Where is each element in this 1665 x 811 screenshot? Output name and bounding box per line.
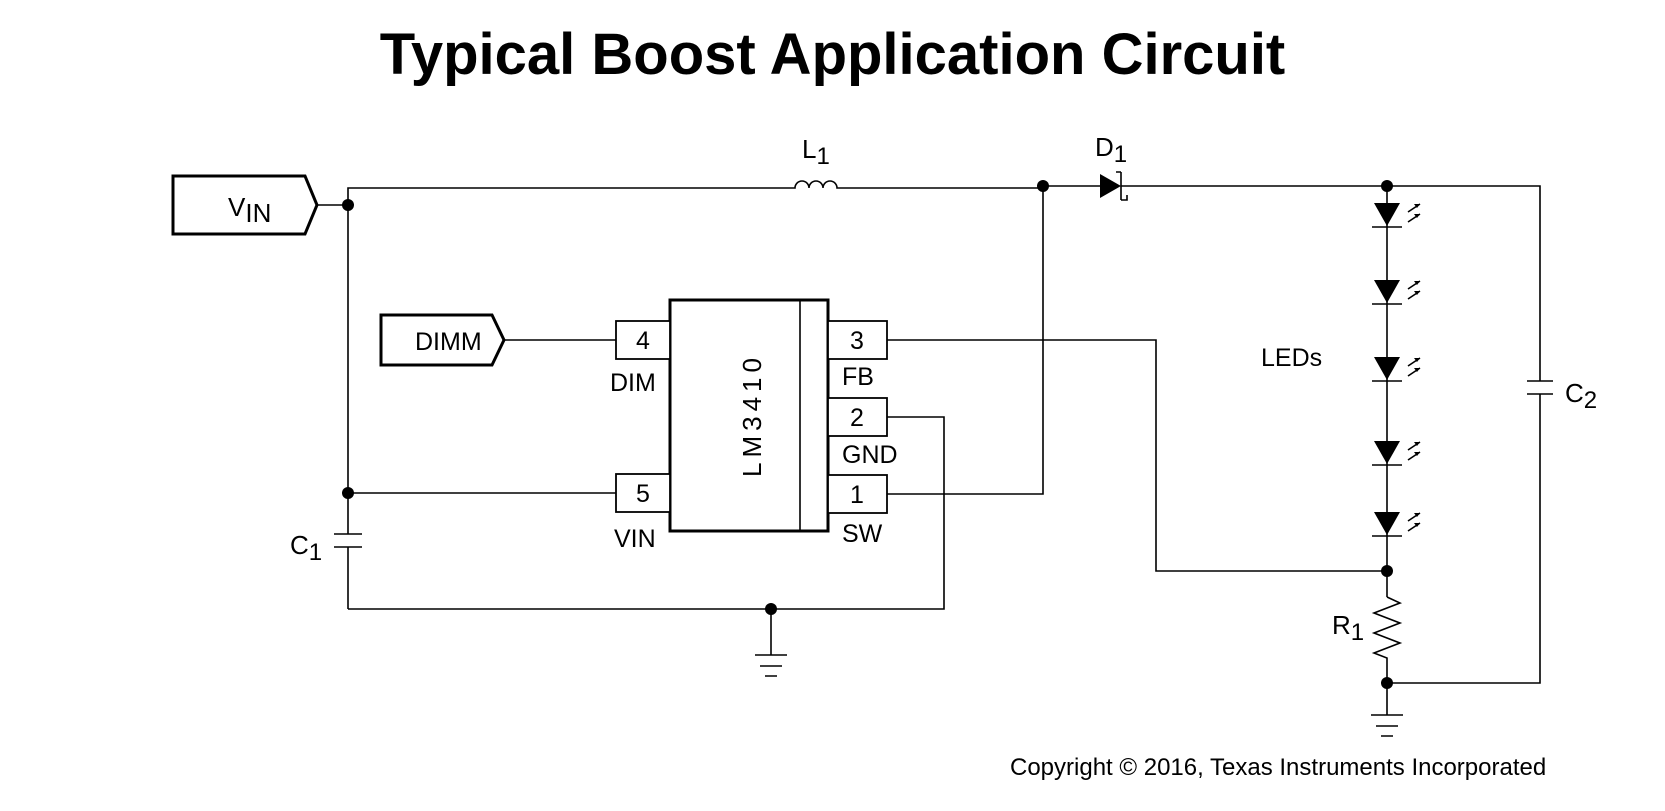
capacitor-c2: C2 — [1527, 378, 1597, 414]
pin-5-label: VIN — [614, 525, 656, 553]
ic-name: LM3410 — [737, 353, 767, 477]
ground-symbol-right — [1371, 714, 1403, 737]
vin-port-label: VIN — [228, 192, 271, 228]
pin-3-label: FB — [842, 363, 874, 391]
pin-2 — [827, 397, 888, 437]
resistor-r1: R1 — [1332, 596, 1403, 683]
led-4 — [1372, 441, 1421, 466]
pin-3-number: 3 — [850, 327, 864, 355]
fb-wire — [887, 339, 1387, 572]
d1-label: D1 — [1095, 132, 1127, 168]
led-3 — [1372, 357, 1421, 382]
pin-4 — [615, 320, 671, 360]
pin-1 — [827, 474, 888, 514]
inductor-l1: L1 — [775, 134, 838, 189]
pin-1-number: 1 — [850, 481, 864, 509]
diode-d1: D1 — [1095, 132, 1128, 201]
pin-5 — [615, 473, 671, 513]
capacitor-c1: C1 — [290, 530, 362, 566]
ic-lm3410: LM3410 4 DIM 5 VIN 3 FB 2 GND 1 SW — [610, 298, 898, 553]
top-wire-mid — [838, 185, 1100, 189]
pin-3 — [827, 320, 888, 360]
pin-4-number: 4 — [636, 327, 650, 355]
page-title: Typical Boost Application Circuit — [379, 22, 1286, 87]
sw-wire — [887, 186, 1044, 495]
dimm-port: DIMM — [379, 313, 506, 367]
gnd-wire — [348, 416, 945, 610]
pin-4-label: DIM — [610, 369, 656, 397]
pin-1-label: SW — [842, 520, 883, 548]
c2-label: C2 — [1565, 378, 1597, 414]
copyright-notice: Copyright © 2016, Texas Instruments Inco… — [1010, 754, 1547, 781]
top-wire-right — [1121, 185, 1541, 381]
dimm-port-label: DIMM — [415, 328, 482, 356]
pin-2-label: GND — [842, 441, 898, 469]
ground-symbol-left — [755, 654, 787, 677]
leds-label: LEDs — [1261, 344, 1322, 372]
l1-label: L1 — [802, 134, 830, 170]
led-2 — [1372, 280, 1421, 305]
r1-label: R1 — [1332, 610, 1364, 646]
pin-5-number: 5 — [636, 480, 650, 508]
vin-port: VIN — [171, 174, 319, 236]
c1-label: C1 — [290, 530, 322, 566]
c2-wire — [1387, 394, 1541, 684]
led-1 — [1372, 203, 1421, 228]
pin-2-number: 2 — [850, 404, 864, 432]
led-5 — [1372, 512, 1421, 537]
top-wire-left — [347, 187, 775, 205]
